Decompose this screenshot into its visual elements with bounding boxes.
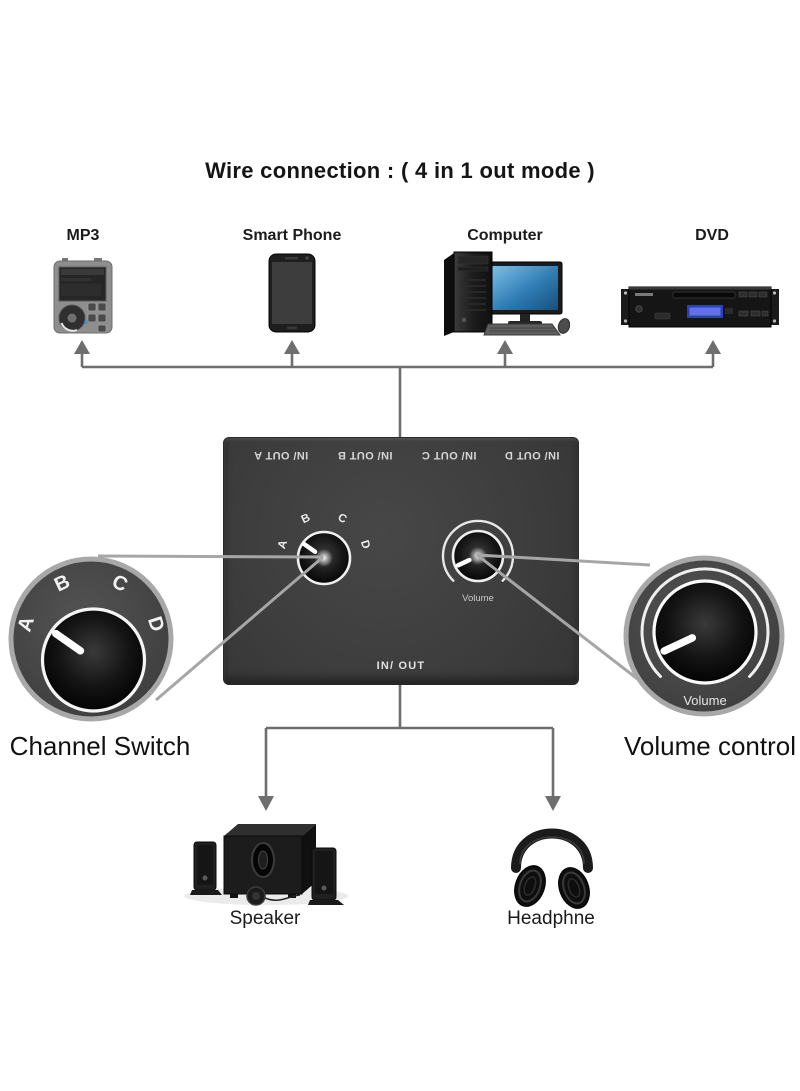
- dvd-disc-tray: [672, 291, 736, 299]
- volume-knob-large-indicator: [660, 634, 697, 655]
- headband: [511, 828, 593, 873]
- channel-switch-callout: A B C D: [8, 556, 174, 722]
- dvd-power-button: [635, 305, 643, 313]
- smartphone-image: [268, 253, 316, 333]
- volume-knob[interactable]: Volume: [441, 519, 515, 604]
- headphone-image: [511, 828, 593, 909]
- volume-knob-indicator: [455, 557, 472, 568]
- label-mp3: MP3: [66, 227, 100, 244]
- volume-control-caption: Volume control: [624, 731, 796, 761]
- channel-knob-large[interactable]: [40, 607, 147, 713]
- svg-text:A: A: [14, 614, 39, 635]
- page-title: Wire connection : ( 4 in 1 out mode ): [205, 158, 595, 183]
- keyboard: [483, 323, 561, 336]
- svg-text:C: C: [336, 512, 349, 526]
- label-computer: Computer: [467, 227, 543, 244]
- volume-knob-label: Volume: [462, 593, 494, 604]
- svg-text:A: A: [276, 539, 290, 551]
- right-ear-cup: [558, 867, 590, 909]
- label-smartphone: Smart Phone: [242, 227, 342, 244]
- input-bus-lines: [80, 353, 715, 438]
- monitor-screen: [492, 266, 558, 310]
- svg-text:B: B: [300, 512, 313, 526]
- mouse: [557, 318, 570, 334]
- audio-switcher-box: IN/ OUT A IN/ OUT B IN/ OUT C IN/ OUT D …: [223, 437, 579, 685]
- arrow-up-dvd: [705, 340, 721, 354]
- dvd-buttons: [738, 291, 769, 317]
- channel-switch-caption: Channel Switch: [9, 731, 191, 761]
- channel-knob-indicator: [302, 541, 318, 554]
- svg-text:D: D: [358, 539, 372, 551]
- box-inout-label: IN/ OUT: [376, 660, 426, 672]
- label-dvd: DVD: [695, 227, 729, 244]
- input-arrowheads: [74, 340, 721, 354]
- output-bus-lines: [264, 681, 555, 797]
- switcher-knobs: A B C D Volume: [276, 512, 515, 604]
- mp3-buttons: [87, 302, 107, 333]
- channel-knob-large-indicator: [52, 629, 85, 655]
- smartphone-screen: [272, 262, 312, 324]
- dvd-player-image: [621, 286, 779, 328]
- channel-knob[interactable]: A B C D: [276, 512, 372, 586]
- arrow-up-computer: [497, 340, 513, 354]
- speaker-image: [184, 824, 348, 906]
- left-ear-cup: [514, 865, 546, 907]
- label-headphone: Headphne: [507, 908, 595, 929]
- arrow-up-smartphone: [284, 340, 300, 354]
- computer-image: [444, 251, 570, 336]
- volume-knob-large[interactable]: [652, 579, 758, 685]
- volume-large-label: Volume: [683, 693, 726, 708]
- mp3-player-image: [53, 258, 113, 334]
- label-speaker: Speaker: [229, 908, 301, 929]
- volume-control-callout: Volume: [623, 555, 785, 717]
- arrow-up-mp3: [74, 340, 90, 354]
